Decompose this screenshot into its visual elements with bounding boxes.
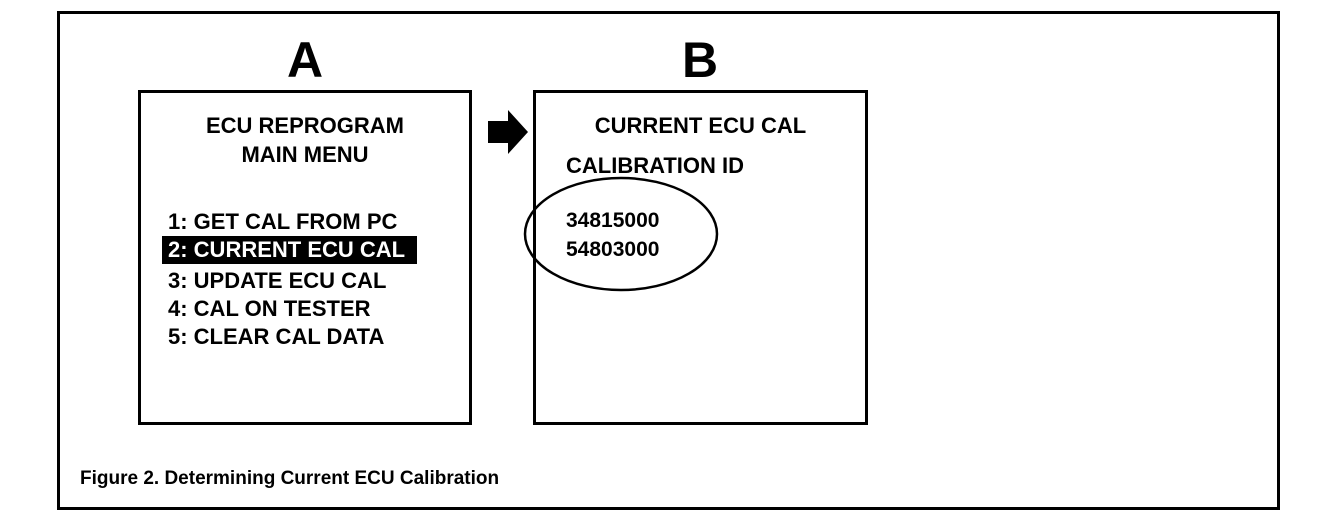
menu-item-clear-cal-data[interactable]: 5: CLEAR CAL DATA xyxy=(168,324,385,349)
screen-a-title-line1: ECU REPROGRAM xyxy=(205,113,404,138)
screen-a-title-line2: MAIN MENU xyxy=(241,142,369,167)
calibration-id-label: CALIBRATION ID xyxy=(566,153,745,178)
calibration-id-value: 34815000 xyxy=(566,209,660,232)
menu-item-update-ecu-cal[interactable]: 3: UPDATE ECU CAL xyxy=(168,268,387,293)
screen-a: ECU REPROGRAM MAIN MENU 1: GET CAL FROM … xyxy=(138,90,472,425)
screen-b: CURRENT ECU CAL CALIBRATION ID 34815000 … xyxy=(533,90,868,425)
menu-item-cal-on-tester[interactable]: 4: CAL ON TESTER xyxy=(168,296,371,321)
menu-item-current-ecu-cal[interactable]: 2: CURRENT ECU CAL xyxy=(162,236,418,264)
menu-item-get-cal-from-pc[interactable]: 1: GET CAL FROM PC xyxy=(168,209,398,234)
screen-b-title: CURRENT ECU CAL xyxy=(594,113,807,138)
panel-a-letter: A xyxy=(286,32,324,88)
right-arrow-icon xyxy=(488,110,528,154)
ellipse-highlight xyxy=(523,176,719,292)
panel-b-letter: B xyxy=(681,32,719,88)
calibration-id-value: 54803000 xyxy=(566,238,660,261)
figure-caption: Figure 2. Determining Current ECU Calibr… xyxy=(80,468,500,489)
figure-frame xyxy=(57,11,1280,510)
